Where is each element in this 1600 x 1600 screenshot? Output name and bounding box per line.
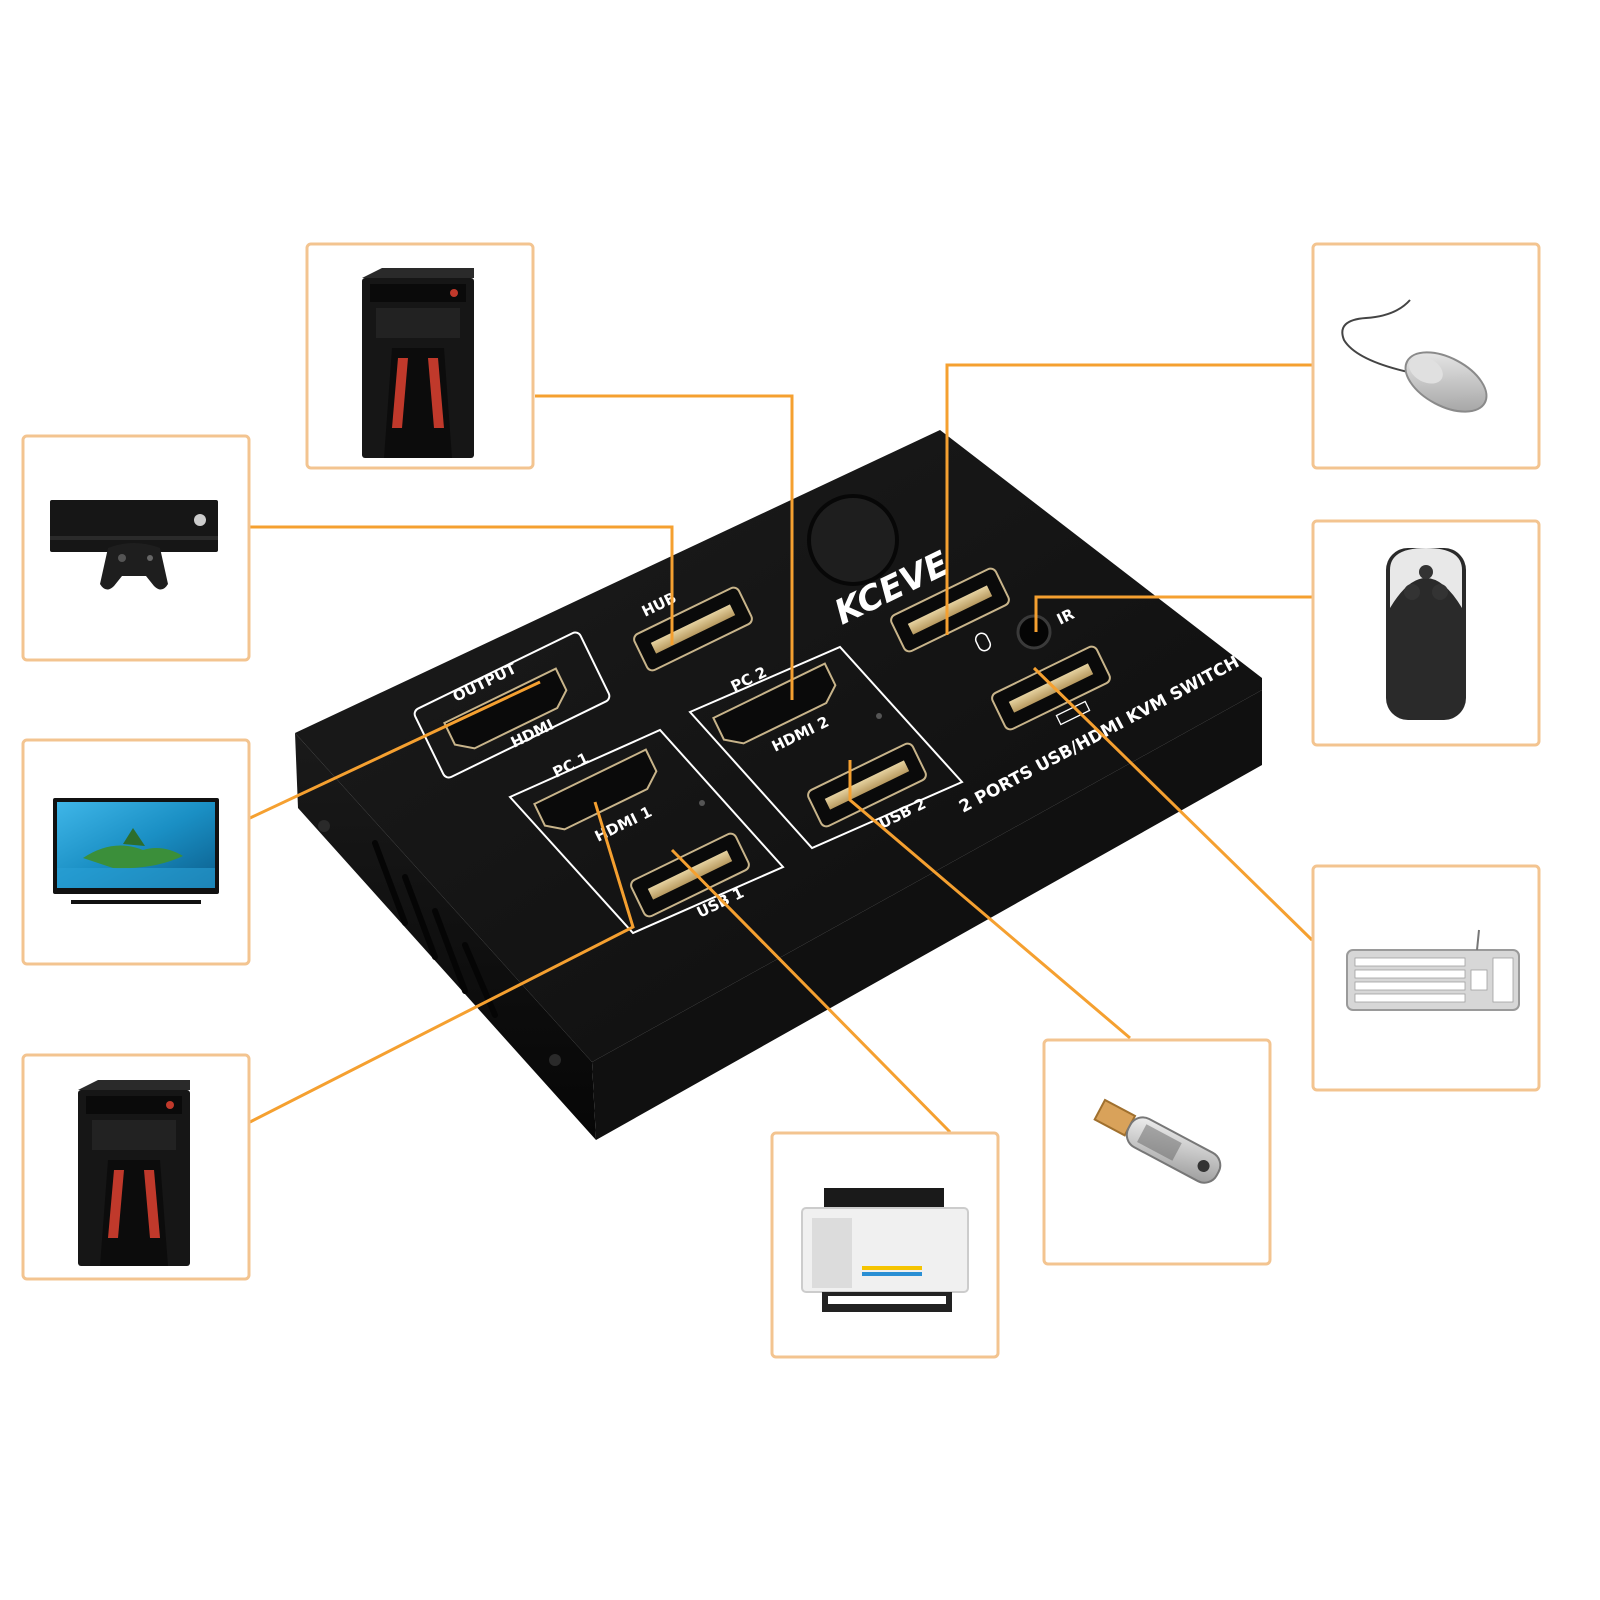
line-tv-output bbox=[249, 680, 541, 820]
mouse-usb-port bbox=[890, 567, 1010, 653]
line-pc2-tower bbox=[535, 394, 794, 700]
line-mouse bbox=[945, 363, 1312, 635]
ir-label: IR bbox=[1054, 605, 1078, 629]
output-hdmi-port bbox=[443, 667, 568, 750]
line-usb1-printer bbox=[670, 848, 952, 1134]
pc2-led bbox=[876, 713, 882, 719]
switch-top-face bbox=[295, 430, 1262, 1062]
side-vents bbox=[372, 840, 498, 1018]
desktop-tower-icon bbox=[78, 1080, 190, 1266]
keyboard-icon bbox=[1346, 929, 1520, 1011]
desktop-tower-icon bbox=[362, 268, 474, 458]
line-keyboard bbox=[1032, 666, 1314, 942]
connector-lines bbox=[249, 363, 1314, 1134]
line-usb2-flashdrive bbox=[848, 760, 1131, 1040]
game-console-icon bbox=[50, 500, 218, 590]
output-port-frame bbox=[413, 631, 611, 779]
line-console-hub bbox=[250, 525, 674, 645]
tv-monitor-icon bbox=[53, 798, 219, 904]
pc1-frame bbox=[508, 728, 785, 935]
mouse-icon bbox=[1341, 299, 1488, 413]
usb1-port bbox=[630, 832, 750, 918]
line-pc1-tower bbox=[249, 801, 635, 1124]
switch-right-side bbox=[592, 690, 1262, 1140]
ir-jack bbox=[1016, 614, 1052, 650]
keyboard-usb-port bbox=[991, 645, 1111, 731]
remote-control-icon bbox=[1386, 548, 1466, 720]
keyboard-port-icon bbox=[1055, 700, 1091, 726]
pc2-frame bbox=[688, 645, 964, 850]
usb2-port bbox=[807, 742, 927, 828]
printer-icon bbox=[801, 1188, 969, 1312]
kvm-switch: KCEVE 2 PORTS USB/HDMI KVM SWITCH HUB OU… bbox=[295, 430, 1262, 1140]
usb-flash-drive-icon bbox=[1093, 1098, 1222, 1184]
line-remote-ir bbox=[1034, 595, 1312, 632]
mouse-port-icon bbox=[974, 632, 992, 652]
side-screw bbox=[549, 1054, 561, 1066]
switch-button[interactable] bbox=[807, 494, 899, 586]
side-screw bbox=[318, 820, 330, 832]
hdmi2-port bbox=[712, 662, 837, 745]
pc1-led bbox=[699, 800, 705, 806]
hdmi1-port bbox=[533, 748, 658, 831]
